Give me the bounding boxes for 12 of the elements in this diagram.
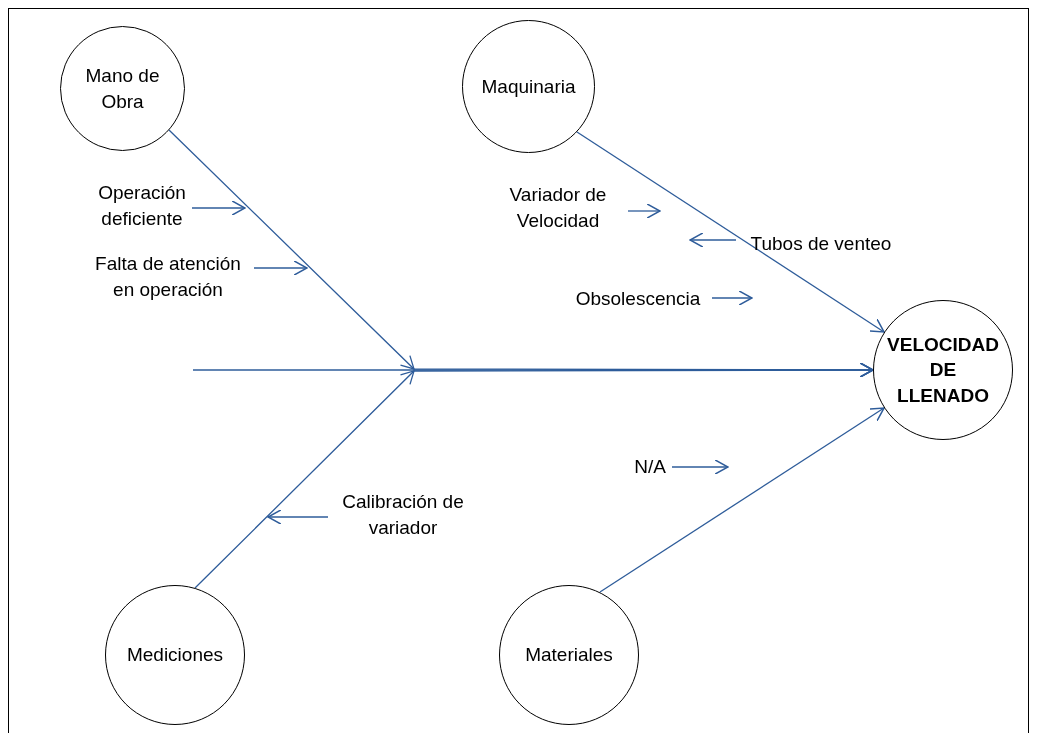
cause-label: Falta de atención en operación xyxy=(82,250,254,304)
cause-label: Variador de Velocidad xyxy=(488,181,628,235)
category-label: Mano de Obra xyxy=(84,63,161,114)
cause-label: N/A xyxy=(628,453,672,481)
cause-label: Calibración de variador xyxy=(328,487,478,543)
cause-label: Tubos de venteo xyxy=(736,230,906,258)
cause-label: Obsolescencia xyxy=(564,285,712,313)
category-label: Maquinaria xyxy=(480,74,577,99)
effect-label: VELOCIDAD DE LLENADO xyxy=(886,332,1000,408)
cause-label: Operación deficiente xyxy=(92,180,192,232)
category-label: Mediciones xyxy=(125,643,225,668)
category-label: Materiales xyxy=(524,643,614,668)
